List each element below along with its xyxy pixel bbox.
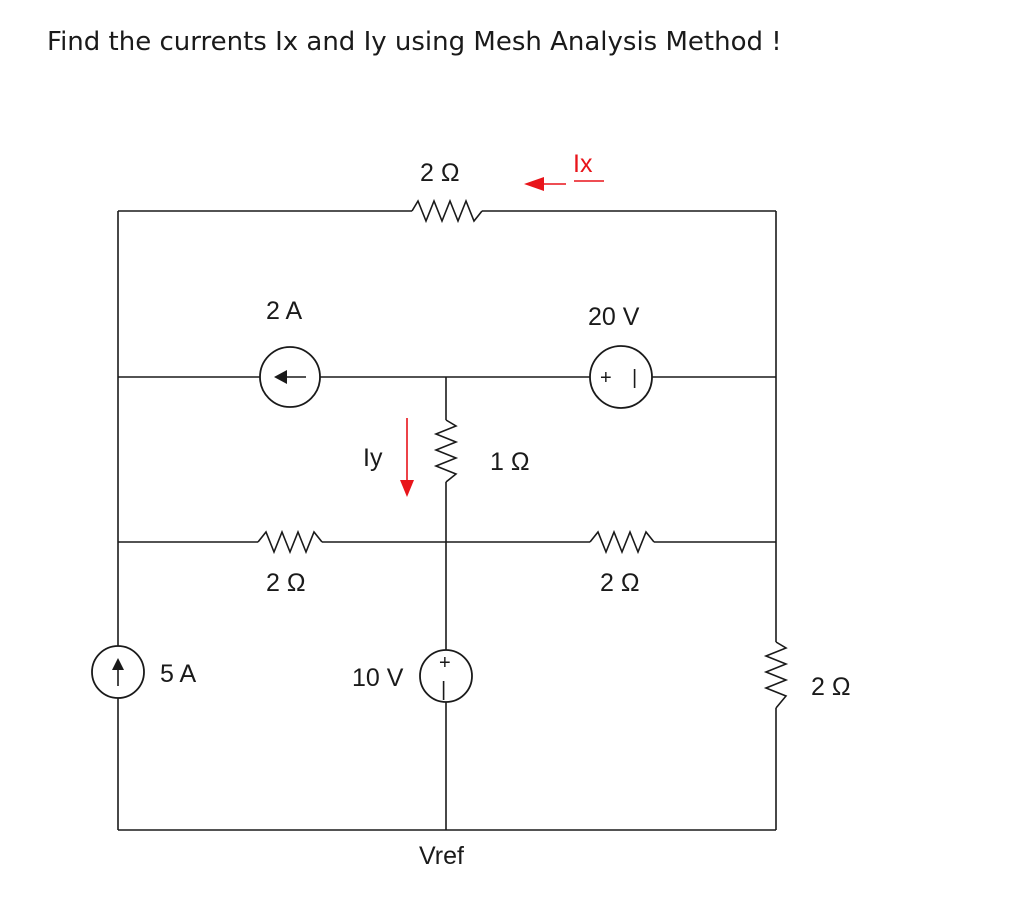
label-vref: Vref	[419, 842, 464, 870]
resistor-right-mid-2ohm	[589, 529, 655, 555]
voltage-source-10v-body	[419, 649, 473, 703]
iy-arrow-down-icon	[400, 480, 414, 497]
voltage-source-20v: + |	[589, 345, 653, 409]
outer-frame	[117, 210, 777, 831]
iy-annotation	[400, 418, 414, 497]
label-20v: 20 V	[588, 303, 640, 331]
v10-minus-sign: |	[441, 679, 446, 701]
v20-minus-sign: |	[632, 367, 637, 389]
resistor-center-1ohm	[433, 419, 459, 483]
label-5a: 5 A	[160, 660, 196, 688]
label-r-right-mid: 2 Ω	[600, 569, 640, 597]
v20-plus-sign: +	[600, 367, 612, 389]
label-r-right: 2 Ω	[811, 673, 851, 701]
label-ix: Ix	[573, 150, 593, 178]
label-10v: 10 V	[352, 664, 404, 692]
v10-plus-sign: +	[439, 652, 451, 674]
label-r-left-mid: 2 Ω	[266, 569, 306, 597]
label-iy: Iy	[363, 444, 383, 472]
voltage-source-20v-body	[589, 345, 653, 409]
current-source-2a	[259, 346, 321, 408]
label-r-top: 2 Ω	[420, 159, 460, 187]
arrow-left-icon	[274, 370, 287, 384]
ix-annotation	[524, 177, 604, 191]
resistor-left-mid-2ohm	[257, 529, 323, 555]
label-r-1: 1 Ω	[490, 448, 530, 476]
arrow-up-icon	[112, 658, 124, 670]
voltage-source-10v: + |	[419, 649, 473, 703]
ix-arrow-left-icon	[524, 177, 544, 191]
resistor-right-2ohm	[763, 641, 789, 709]
current-source-5a	[91, 645, 145, 699]
problem-title: Find the currents Ix and Iy using Mesh A…	[47, 27, 782, 57]
resistor-top-2ohm	[411, 198, 483, 224]
label-2a: 2 A	[266, 297, 302, 325]
